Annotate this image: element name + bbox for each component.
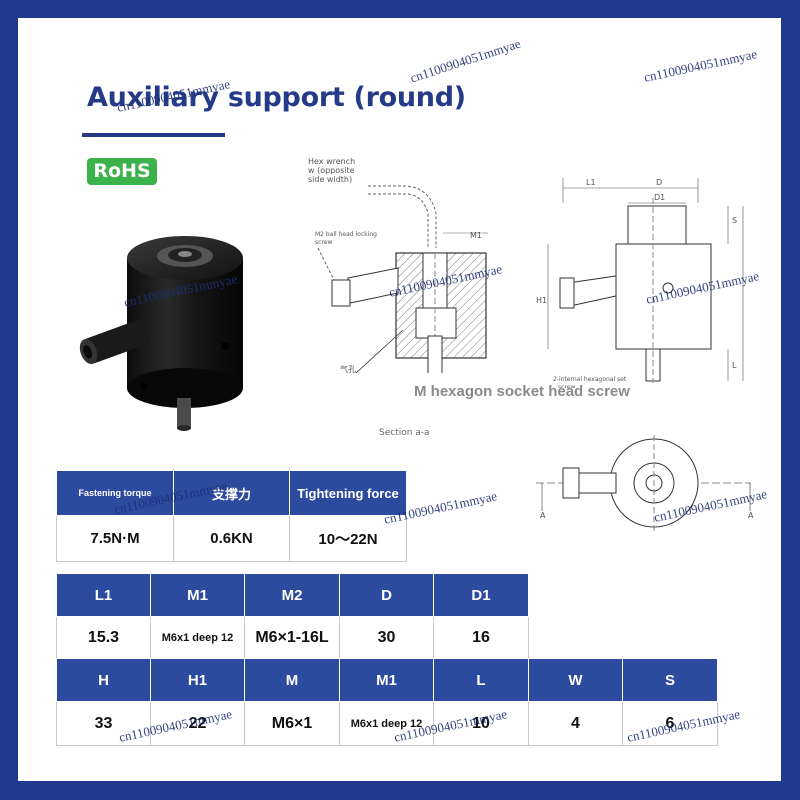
header-s: S (622, 658, 718, 702)
header-m1: M1 (150, 573, 245, 617)
label-hex-wrench: Hex wrench (308, 158, 355, 166)
table-row: 7.5N·M 0.6KN 10～22N (56, 515, 407, 562)
header-l1: L1 (56, 573, 151, 617)
label-set-screw: 2-internal hexagonal set (553, 376, 627, 383)
header-m: M (244, 658, 340, 702)
header-d: D (339, 573, 434, 617)
label-d1: D1 (654, 193, 665, 202)
rohs-badge: RoHS (87, 158, 157, 185)
table-header-row: H H1 M M1 L W S (56, 658, 718, 702)
label-a-left: A (540, 511, 546, 520)
header-tightening-force: Tightening force (289, 470, 407, 516)
header-d1: D1 (433, 573, 529, 617)
header-m1: M1 (339, 658, 434, 702)
page-title: Auxiliary support (round) (87, 82, 466, 113)
label-hex-wrench-sub2: side width) (308, 175, 352, 184)
table-row: 33 22 M6×1 M6x1 deep 12 10 4 6 (56, 701, 718, 746)
header-w: W (528, 658, 623, 702)
header-fastening-torque: Fastening torque (56, 470, 174, 516)
cell-m1: M6x1 deep 12 (339, 701, 434, 746)
label-m1: M1 (470, 231, 482, 240)
cell-m: M6×1 (244, 701, 340, 746)
watermark: cn1100904051mmyae (408, 35, 523, 86)
header-m2: M2 (244, 573, 340, 617)
table-header-row: L1 M1 M2 D D1 (56, 573, 529, 617)
watermark: cn1100904051mmyae (642, 46, 759, 85)
cell-d: 30 (339, 616, 434, 660)
cell-d1: 16 (433, 616, 529, 660)
header-l: L (433, 658, 529, 702)
cell-h: 33 (56, 701, 151, 746)
label-m2-screw-sub: screw (315, 239, 332, 246)
caption-hex-screw: M hexagon socket head screw (414, 383, 630, 400)
product-photo (79, 236, 243, 431)
front-view-drawing: L1 D D1 H1 S L 2-internal hexagonal set … (536, 178, 744, 388)
header-h: H (56, 658, 151, 702)
spec-table-dims-2: H H1 M M1 L W S 33 22 M6×1 M6x1 deep 12 … (56, 658, 718, 746)
product-sheet: Auxiliary support (round) RoHS (18, 18, 781, 781)
cell-fastening-torque: 7.5N·M (56, 515, 174, 562)
header-h1: H1 (150, 658, 245, 702)
table-header-row: Fastening torque 支撑力 Tightening force (56, 470, 407, 516)
cell-l: 10 (433, 701, 529, 746)
cell-h1: 22 (150, 701, 245, 746)
cell-m1: M6x1 deep 12 (150, 616, 245, 660)
label-s: S (732, 216, 737, 225)
label-a-right: A (748, 511, 754, 520)
cell-s: 6 (622, 701, 718, 746)
table-row: 15.3 M6x1 deep 12 M6×1-16L 30 16 (56, 616, 529, 660)
cell-m2: M6×1-16L (244, 616, 340, 660)
section-drawing: Hex wrench w (opposite side width) M2 ba… (308, 158, 488, 373)
label-hex-wrench-sub1: w (opposite (308, 166, 355, 175)
label-d: D (656, 178, 662, 187)
cell-l1: 15.3 (56, 616, 151, 660)
caption-section: Section a-a (379, 428, 430, 438)
cell-w: 4 (528, 701, 623, 746)
label-h1: H1 (536, 296, 547, 305)
title-underline (82, 133, 225, 137)
label-set-screw-sub: screw (558, 384, 575, 388)
label-air-hole: 气孔 (340, 364, 356, 373)
spec-table-force: Fastening torque 支撑力 Tightening force 7.… (56, 470, 407, 562)
label-l1: L1 (586, 178, 596, 187)
cell-support-force: 0.6KN (173, 515, 290, 562)
spec-table-dims-1: L1 M1 M2 D D1 15.3 M6x1 deep 12 M6×1-16L… (56, 573, 529, 660)
label-m2-screw: M2 ball head locking (315, 231, 377, 238)
cell-tightening-force: 10～22N (289, 515, 407, 562)
label-l: L (732, 361, 737, 370)
bottom-view-drawing: A A (536, 435, 754, 531)
